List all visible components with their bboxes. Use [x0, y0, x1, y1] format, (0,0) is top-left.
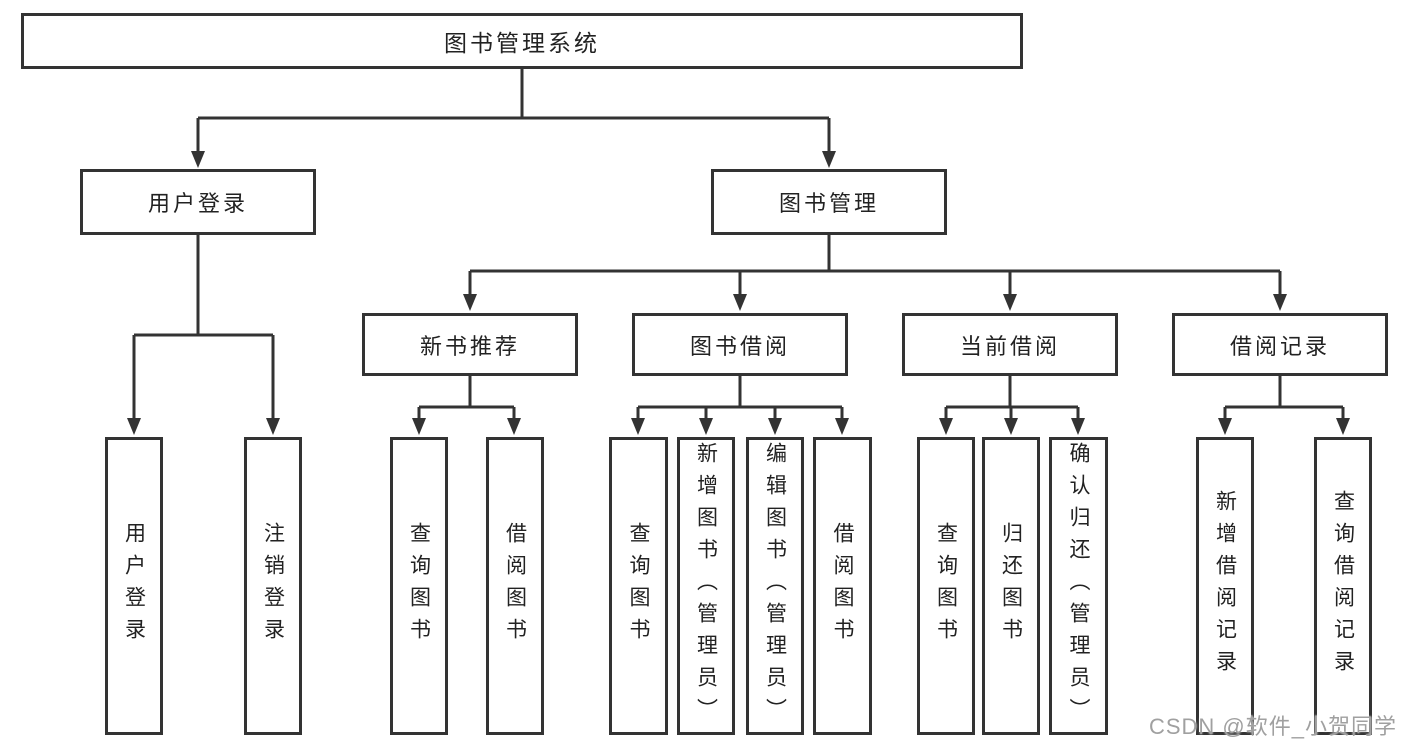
arrowhead-icon — [733, 294, 747, 311]
arrowhead-icon — [631, 418, 645, 435]
arrowhead-icon — [1218, 418, 1232, 435]
node-new-book-recommend: 新书推荐 — [362, 313, 578, 376]
leaf-bb-borrow-books: 借阅图书 — [813, 437, 872, 735]
connector-trunks — [132, 69, 1345, 421]
arrowhead-icon — [1071, 418, 1085, 435]
leaf-nbr-query-books: 查询图书 — [390, 437, 448, 735]
connector-borrow-record-to-leaves — [1223, 376, 1345, 421]
arrowhead-icon — [127, 418, 141, 435]
leaf-bb-add-books-admin: 新增图书（管理员） — [677, 437, 735, 735]
arrowhead-icon — [1004, 418, 1018, 435]
arrowhead-icon — [1336, 418, 1350, 435]
node-current-borrow: 当前借阅 — [902, 313, 1118, 376]
leaf-br-add-borrow-record: 新增借阅记录 — [1196, 437, 1254, 735]
leaf-br-query-borrow-record: 查询借阅记录 — [1314, 437, 1372, 735]
arrowhead-icon — [939, 418, 953, 435]
connector-user-login-to-leaves — [132, 235, 275, 421]
connector-book-mgmt-to-level3 — [468, 235, 1282, 297]
arrowheads — [127, 151, 1350, 435]
node-user-login: 用户登录 — [80, 169, 316, 235]
connector-root-to-level2 — [196, 69, 831, 154]
watermark: CSDN @软件_小贺同学 — [1148, 714, 1397, 739]
arrowhead-icon — [1273, 294, 1287, 311]
arrowhead-icon — [463, 294, 477, 311]
connector-book-borrow-to-leaves — [636, 376, 844, 421]
leaf-bb-query-books: 查询图书 — [609, 437, 668, 735]
arrowhead-icon — [266, 418, 280, 435]
connector-current-borrow-to-leaves — [944, 376, 1080, 421]
connector-new-book-rec-to-leaves — [417, 376, 516, 421]
leaf-cb-query-books: 查询图书 — [917, 437, 975, 735]
node-book-management: 图书管理 — [711, 169, 947, 235]
leaf-bb-edit-books-admin: 编辑图书（管理员） — [746, 437, 804, 735]
node-root: 图书管理系统 — [21, 13, 1023, 69]
arrowhead-icon — [822, 151, 836, 168]
arrowhead-icon — [699, 418, 713, 435]
arrowhead-icon — [835, 418, 849, 435]
leaf-nbr-borrow-books: 借阅图书 — [486, 437, 544, 735]
leaf-logout-login: 注销登录 — [244, 437, 302, 735]
arrowhead-icon — [507, 418, 521, 435]
leaf-user-login: 用户登录 — [105, 437, 163, 735]
node-borrow-records: 借阅记录 — [1172, 313, 1388, 376]
node-book-borrow: 图书借阅 — [632, 313, 848, 376]
arrowhead-icon — [412, 418, 426, 435]
arrowhead-icon — [191, 151, 205, 168]
leaf-cb-confirm-return-admin: 确认归还（管理员） — [1049, 437, 1108, 735]
arrowhead-icon — [1003, 294, 1017, 311]
arrowhead-icon — [768, 418, 782, 435]
leaf-cb-return-books: 归还图书 — [982, 437, 1040, 735]
